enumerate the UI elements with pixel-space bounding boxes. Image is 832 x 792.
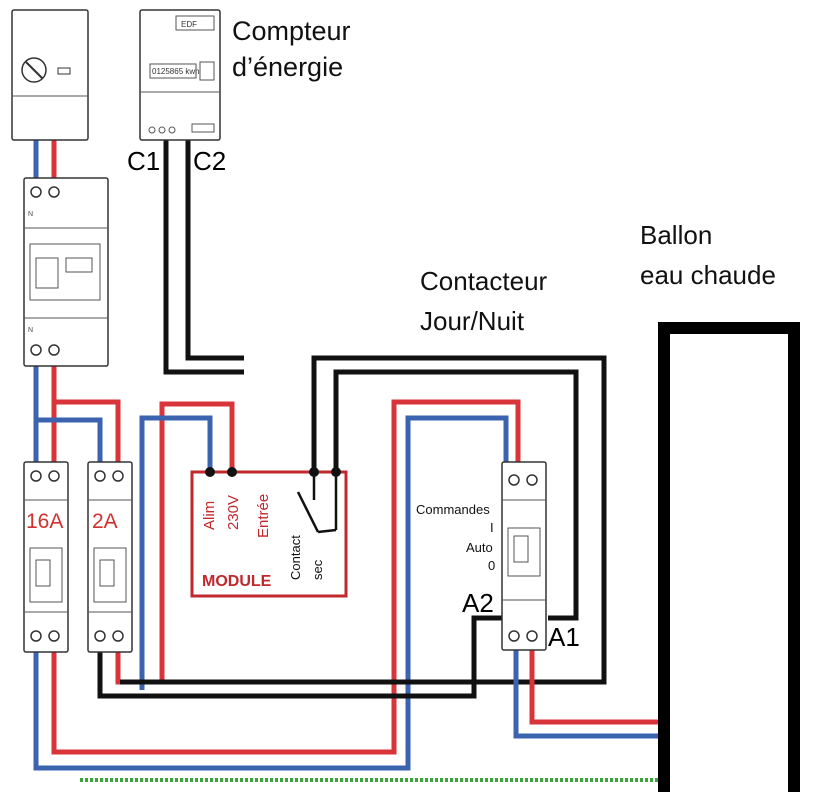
meter-title-line1: Compteur: [232, 16, 351, 46]
cmd-i-label: I: [490, 520, 494, 535]
wire-meter-c1: [163, 140, 244, 375]
wire-neutral-16a-to-contactor: [33, 415, 509, 771]
neutral-mark: N: [28, 211, 33, 218]
wires: [33, 140, 664, 782]
wire-contact-to-a1: [333, 369, 579, 621]
wire-phase-16a-to-contactor: [51, 399, 521, 755]
wire-neutral-to-tank: [513, 650, 664, 739]
module-entree-label: Entrée: [255, 494, 272, 538]
wire-phase-to-tank: [529, 650, 664, 725]
wire-meter-c2: [185, 140, 244, 361]
differential-breaker: N N: [23, 177, 109, 367]
module-contact-label: Contact: [288, 535, 303, 580]
cmd-auto-label: Auto: [466, 540, 493, 555]
module-name: MODULE: [202, 573, 272, 590]
wire-neutral-to-module: [139, 415, 213, 690]
breaker-16a: 16A: [23, 461, 69, 653]
meter-display: 0125865 kwh: [152, 67, 200, 76]
day-night-contactor: [501, 461, 547, 651]
module-alim-label: Alim: [201, 501, 218, 530]
wire-control-2a-to-a2: [97, 615, 504, 699]
module: Alim 230V Entrée MODULE Contact sec: [190, 467, 348, 598]
meter-brand: EDF: [181, 20, 197, 29]
dry-contact-icon: [296, 472, 338, 534]
tank-title-line1: Ballon: [640, 220, 712, 250]
water-heater-tank: [658, 322, 800, 792]
terminal-c2-label: C2: [193, 146, 226, 176]
wire-phase-to-2a: [54, 399, 121, 462]
wire-neutral-to-2a: [36, 417, 103, 462]
neutral-mark: N: [28, 327, 33, 334]
cmd-commandes-label: Commandes: [416, 502, 490, 517]
wire-contact-loop: [120, 355, 607, 685]
module-230v-label: 230V: [225, 495, 242, 530]
wire-phase-2a-to-module: [115, 401, 235, 685]
terminal-a1-label: A1: [548, 622, 580, 652]
breaker-2a: 2A: [87, 461, 133, 653]
energy-meter: EDF 0125865 kwh: [139, 9, 221, 141]
main-switch: [11, 9, 89, 141]
meter-title-line2: d’énergie: [232, 52, 343, 82]
tank-title-line2: eau chaude: [640, 260, 776, 290]
contactor-title-line1: Contacteur: [420, 266, 548, 296]
terminal-a2-label: A2: [462, 588, 494, 618]
breaker-2a-label: 2A: [92, 510, 118, 533]
terminal-c1-label: C1: [127, 146, 160, 176]
module-sec-label: sec: [310, 559, 325, 580]
breaker-16a-label: 16A: [26, 510, 63, 533]
cmd-0-label: 0: [488, 558, 495, 573]
contactor-title-line2: Jour/Nuit: [420, 306, 525, 336]
